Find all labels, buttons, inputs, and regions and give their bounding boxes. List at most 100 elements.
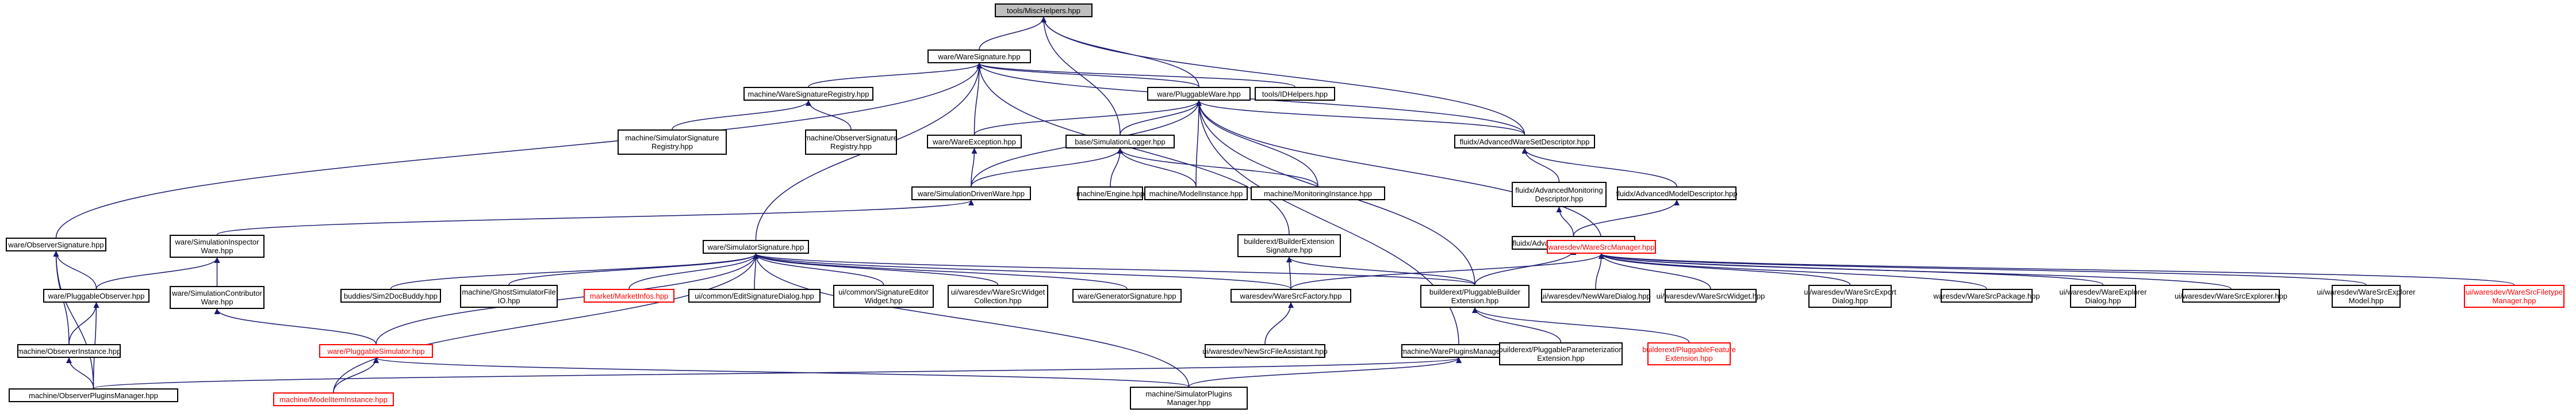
- file-node-misc-helpers[interactable]: tools/MiscHelpers.hpp: [995, 3, 1092, 17]
- file-node-model-instance[interactable]: machine/ModelInstance.hpp: [1144, 186, 1248, 200]
- include-edge: [1474, 249, 1577, 285]
- include-edge: [1117, 148, 1197, 187]
- file-node-observer-plugins-manager[interactable]: machine/ObserverPluginsManager.hpp: [9, 388, 178, 402]
- file-node-pluggable-ware[interactable]: ware/PluggableWare.hpp: [1147, 87, 1251, 101]
- file-node-ware-src-filetype-manager[interactable]: ui/waresdev/WareSrcFiletype Manager.hpp: [2464, 285, 2564, 308]
- file-node-pluggable-parameterization-extension[interactable]: builderext/PluggableParameterization Ext…: [1498, 342, 1623, 365]
- include-edge: [1598, 253, 1851, 285]
- include-edge: [55, 63, 982, 238]
- include-edge: [1521, 148, 1560, 182]
- include-edge: [53, 251, 97, 289]
- file-node-ware-src-package[interactable]: waresdev/WareSrcPackage.hpp: [1933, 289, 2040, 303]
- file-node-simulator-signature[interactable]: ware/SimulatorSignature.hpp: [703, 240, 809, 254]
- include-edge: [1598, 253, 2515, 285]
- include-edge: [1264, 302, 1294, 345]
- file-node-advanced-model-descriptor[interactable]: fluidx/AdvancedModelDescriptor.hpp: [1616, 186, 1738, 200]
- file-node-builder-extension-signature[interactable]: builderext/BuilderExtension Signature.hp…: [1237, 234, 1341, 257]
- file-node-ware-src-explorer[interactable]: ui/waresdev/WareSrcExplorer.hpp: [2175, 289, 2287, 303]
- include-edge: [976, 63, 1525, 135]
- file-node-simulator-plugins-manager[interactable]: machine/SimulatorPlugins Manager.hpp: [1130, 387, 1248, 410]
- include-edge: [1196, 100, 1525, 135]
- file-node-new-src-file-assistant[interactable]: ui/waresdev/NewSrcFileAssistant.hpp: [1202, 344, 1328, 358]
- file-node-generator-signature[interactable]: ware/GeneratorSignature.hpp: [1072, 289, 1182, 303]
- include-edge: [93, 357, 1462, 389]
- include-edge: [53, 251, 94, 389]
- file-node-sim2doc-buddy[interactable]: buddies/Sim2DocBuddy.hpp: [340, 289, 441, 303]
- include-edge: [333, 253, 759, 393]
- file-node-observer-instance[interactable]: machine/ObserverInstance.hpp: [17, 344, 121, 358]
- file-node-id-helpers[interactable]: tools/IDHelpers.hpp: [1255, 87, 1335, 101]
- file-node-simulation-inspector-ware[interactable]: ware/SimulationInspector Ware.hpp: [170, 235, 264, 258]
- file-node-ware-src-explorer-model[interactable]: ui/waresdev/WareSrcExplorer Model.hpp: [2317, 285, 2416, 308]
- include-edge: [95, 257, 220, 289]
- file-node-advanced-wareset-descriptor[interactable]: fluidx/AdvancedWareSetDescriptor.hpp: [1454, 135, 1595, 148]
- include-edge: [508, 253, 759, 285]
- include-edge: [1196, 100, 1602, 241]
- include-edge: [1472, 307, 1562, 343]
- include-edge: [1598, 253, 1987, 289]
- include-edge: [373, 357, 1190, 387]
- file-node-market-infos[interactable]: market/MarketInfos.hpp: [584, 289, 674, 303]
- file-node-ware-src-widget-collection[interactable]: ui/waresdev/WareSrcWidget Collection.hpp: [948, 285, 1048, 308]
- include-edge: [672, 100, 811, 130]
- include-edge: [753, 253, 1291, 289]
- include-edge: [1472, 307, 1690, 343]
- file-node-monitoring-instance[interactable]: machine/MonitoringInstance.hpp: [1251, 186, 1385, 200]
- file-node-pluggable-feature-extension[interactable]: builderext/PluggableFeature Extension.hp…: [1642, 342, 1736, 365]
- file-node-ware-src-export-dialog[interactable]: ui/waresdev/WareSrcExport Dialog.hpp: [1804, 285, 1896, 308]
- file-node-ware-signature-registry[interactable]: machine/WareSignatureRegistry.hpp: [743, 87, 873, 101]
- include-edge: [1556, 207, 1574, 236]
- file-node-simulation-contributor-ware[interactable]: ware/SimulationContributor Ware.hpp: [170, 286, 264, 309]
- file-node-ghost-simulator-file-io[interactable]: machine/GhostSimulatorFile IO.hpp: [460, 285, 558, 308]
- include-edge: [808, 63, 982, 87]
- file-node-advanced-monitoring-descriptor[interactable]: fluidx/AdvancedMonitoring Descriptor.hpp: [1512, 182, 1607, 207]
- file-node-ware-explorer-dialog[interactable]: ui/waresdev/WareExplorer Dialog.hpp: [2060, 285, 2146, 308]
- file-node-pluggable-builder-extension[interactable]: builderext/PluggableBuilder Extension.hp…: [1420, 285, 1529, 308]
- file-node-edit-signature-dialog[interactable]: ui/common/EditSignatureDialog.hpp: [688, 289, 821, 303]
- include-edge: [1573, 200, 1680, 236]
- include-edge: [214, 308, 377, 345]
- file-node-signature-editor-widget[interactable]: ui/common/SignatureEditor Widget.hpp: [833, 285, 934, 308]
- include-edge: [390, 253, 759, 289]
- file-node-ware-exception[interactable]: ware/WareException.hpp: [927, 135, 1022, 148]
- include-edge: [1286, 257, 1475, 285]
- file-node-simulator-signature-registry[interactable]: machine/SimulatorSignature Registry.hpp: [618, 129, 727, 155]
- include-edge: [753, 253, 1128, 289]
- include-edge: [973, 100, 1202, 135]
- file-node-observer-signature-registry[interactable]: machine/ObserverSignature Registry.hpp: [804, 129, 898, 155]
- include-edge: [1595, 253, 1604, 289]
- include-edge: [1521, 148, 1677, 187]
- include-edge: [973, 63, 982, 135]
- include-edge: [806, 100, 852, 130]
- include-edge: [1598, 253, 2232, 289]
- include-edge: [375, 253, 759, 345]
- file-node-new-ware-dialog[interactable]: ui/waresdev/NewWareDialog.hpp: [1540, 289, 1651, 303]
- file-node-ware-plugins-manager[interactable]: machine/WarePluginsManager.hpp: [1401, 344, 1517, 358]
- file-node-ware-src-manager[interactable]: waresdev/WareSrcManager.hpp: [1547, 240, 1656, 254]
- include-edge: [1195, 100, 1202, 187]
- include-edge: [753, 253, 999, 285]
- include-edge: [1041, 17, 1121, 135]
- file-node-ware-src-factory[interactable]: waresdev/WareSrcFactory.hpp: [1230, 289, 1351, 303]
- file-node-ware-signature[interactable]: ware/WareSignature.hpp: [927, 49, 1031, 63]
- include-edge: [216, 200, 974, 235]
- include-edge: [66, 357, 94, 389]
- include-edge: [1120, 100, 1202, 135]
- file-node-model-item-instance[interactable]: machine/ModelItemInstance.hpp: [273, 392, 394, 406]
- include-edge: [976, 63, 1290, 235]
- include-edge: [333, 357, 379, 393]
- file-node-ware-src-widget[interactable]: ui/waresdev/WareSrcWidget.hpp: [1657, 289, 1765, 303]
- include-edge: [971, 148, 1123, 187]
- include-edge: [753, 253, 1475, 285]
- file-node-simulation-driven-ware[interactable]: ware/SimulationDrivenWare.hpp: [911, 186, 1031, 200]
- file-node-engine[interactable]: machine/Engine.hpp: [1076, 186, 1144, 200]
- file-node-pluggable-simulator[interactable]: ware/PluggableSimulator.hpp: [319, 344, 433, 358]
- include-edge: [971, 148, 977, 187]
- file-node-pluggable-observer[interactable]: ware/PluggableObserver.hpp: [43, 289, 150, 303]
- include-edge: [976, 63, 1295, 87]
- file-node-observer-signature[interactable]: ware/ObserverSignature.hpp: [6, 238, 106, 251]
- file-node-simulation-logger[interactable]: base/SimulationLogger.hpp: [1065, 135, 1175, 148]
- include-edge: [753, 253, 1190, 387]
- include-edge: [1598, 253, 2367, 285]
